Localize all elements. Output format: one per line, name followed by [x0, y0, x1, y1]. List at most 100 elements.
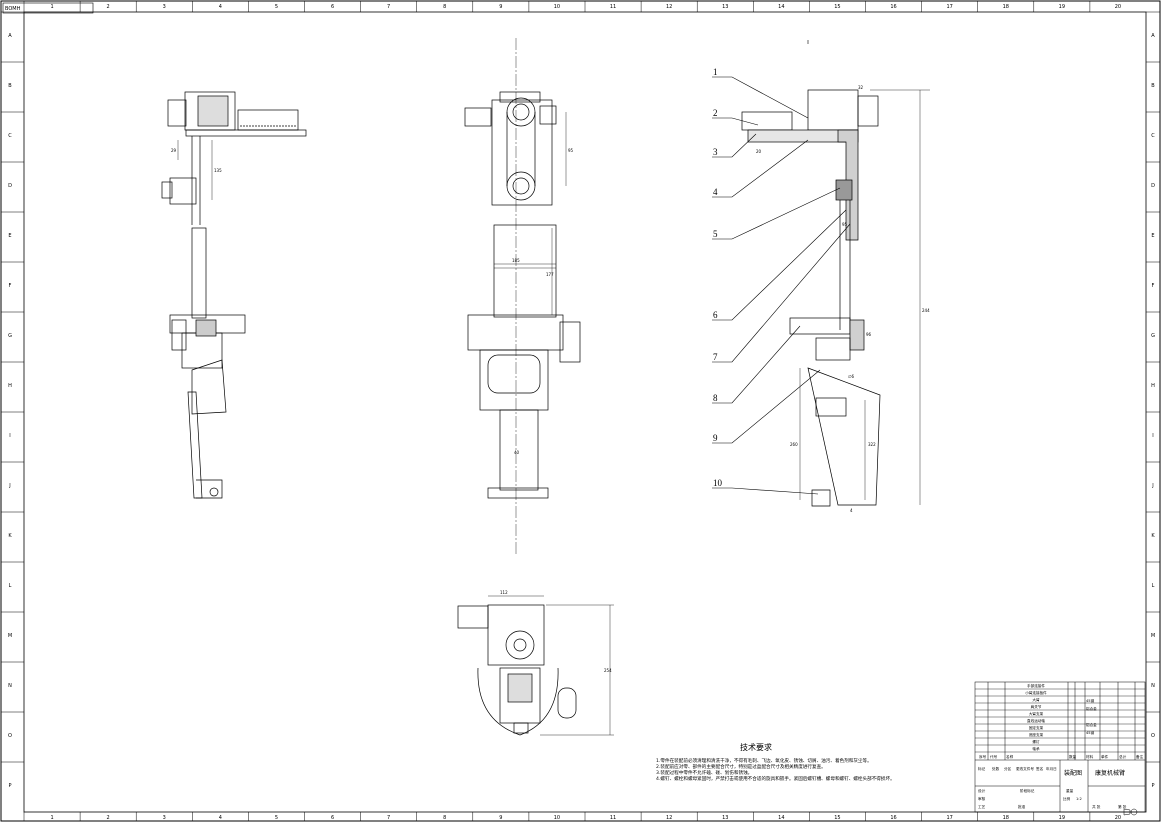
material-cell: 铝合金: [1086, 706, 1097, 711]
tech-requirement-line: 1.零件在装配前必须清理和清洗干净，不得有毛刺、飞边、氧化皮、锈蚀、切屑、油污、…: [656, 757, 872, 764]
tech-requirement-line: 3.装配过程中零件不允许磕、碰、划伤和锈蚀。: [656, 769, 752, 776]
column-number: 15: [834, 4, 840, 10]
row-letter: E: [8, 233, 11, 239]
column-number: 13: [722, 815, 728, 821]
row-letter: N: [8, 683, 12, 689]
dim-label: 32: [858, 85, 864, 90]
column-number: 10: [554, 4, 560, 10]
parts-list-name: 轴承: [1032, 746, 1040, 751]
column-number: 2: [107, 4, 110, 10]
dim-label: 112: [500, 590, 508, 595]
label-process: 工艺: [978, 804, 986, 809]
column-number: 15: [834, 815, 840, 821]
leader-line: [712, 487, 819, 495]
row-letter: G: [8, 333, 12, 339]
title-block-text: 名称 序号 代号 数量 材料 单件 总计 备注 装配图 康复机械臂 比例 1:2…: [978, 698, 1144, 809]
column-number: 10: [554, 815, 560, 821]
column-number: 3: [163, 4, 166, 10]
column-number: 19: [1059, 4, 1065, 10]
row-letter: N: [1151, 683, 1155, 689]
row-letter: O: [1151, 733, 1155, 739]
dim-label: 244: [922, 308, 930, 313]
drawing-type: 装配图: [1064, 769, 1082, 777]
row-letter: O: [8, 733, 12, 739]
title-block-header: 序号: [979, 754, 987, 759]
column-number: 12: [666, 4, 672, 10]
label-mark: 标记: [978, 766, 986, 771]
row-letter: D: [8, 183, 12, 189]
column-number: 16: [890, 4, 896, 10]
sheet-number: 第 张: [1118, 804, 1127, 809]
row-letter: P: [1151, 783, 1154, 789]
parts-list-name: 直线运动轴: [1027, 718, 1045, 723]
row-letter: H: [8, 383, 12, 389]
row-letter: I: [1152, 433, 1153, 439]
scale-value: 1:2: [1076, 797, 1082, 801]
parts-list-name: 螺钉: [1032, 739, 1040, 744]
column-number: 17: [946, 4, 952, 10]
row-letter: D: [1151, 183, 1155, 189]
dim-label: 135: [214, 168, 222, 173]
row-letter: G: [1151, 333, 1155, 339]
part-number-label: 7: [713, 352, 718, 362]
front-view: [464, 38, 581, 555]
leader-line: [712, 139, 809, 198]
parts-list-name: 小臂连接板件: [1025, 690, 1047, 695]
label-count: 处数: [992, 766, 1000, 771]
column-number: 17: [946, 815, 952, 821]
column-number: 9: [499, 815, 502, 821]
row-letter: L: [9, 583, 12, 589]
front-view-dimensions: 95 185 177 40: [512, 148, 574, 455]
column-number: 3: [163, 815, 166, 821]
material-cell: 45钢: [1086, 730, 1095, 735]
label-weight: 重量: [1066, 788, 1074, 793]
title-block-header: 数量: [1069, 754, 1077, 759]
material-cell: 45钢: [1086, 698, 1095, 703]
row-letter: A: [1151, 33, 1155, 39]
row-letter: B: [1151, 83, 1155, 89]
dim-label: 95: [842, 222, 848, 227]
column-number: 9: [499, 4, 502, 10]
bottom-view: [457, 595, 614, 736]
row-letter: M: [1151, 633, 1155, 639]
parts-list-name: 大臂支架: [1029, 711, 1044, 716]
dim-label: 95: [568, 148, 574, 153]
dim-label: 177: [546, 272, 554, 277]
title-block-header: 备注: [1136, 754, 1144, 759]
side-view-dimensions: 32 20 96 95 ∅6 244 260 322 4: [756, 85, 930, 513]
label-signature: 签名: [1036, 766, 1044, 771]
label-review: 审核: [978, 796, 986, 801]
sheet-count: 共 张: [1092, 804, 1101, 809]
row-letter: C: [1151, 133, 1155, 139]
column-number: 5: [275, 815, 278, 821]
scale-label: 比例: [1063, 796, 1071, 801]
row-letter: K: [8, 533, 12, 539]
column-number: 11: [610, 815, 616, 821]
row-letter: H: [1151, 383, 1155, 389]
title-block-header: 材料: [1086, 754, 1094, 759]
parts-list-name: 固定支架: [1029, 725, 1044, 730]
part-number-label: 10: [713, 478, 723, 488]
part-number-label: 9: [713, 433, 718, 443]
part-number-label: 2: [713, 108, 718, 118]
technical-requirements: 技术要求 1.零件在装配前必须清理和清洗干净，不得有毛刺、飞边、氧化皮、锈蚀、切…: [656, 742, 895, 782]
dim-label: 96: [866, 332, 872, 337]
tech-requirements-title: 技术要求: [740, 742, 772, 752]
dim-label: 20: [756, 149, 762, 154]
dim-label: 260: [790, 442, 798, 447]
dim-label: 4: [850, 508, 853, 513]
column-number: 14: [778, 815, 784, 821]
corner-label: BOMH: [5, 6, 21, 12]
leader-line: [712, 76, 809, 119]
row-letter: F: [1152, 283, 1155, 289]
row-letter: J: [8, 483, 10, 489]
column-number: 6: [331, 815, 334, 821]
projection-symbol-icon: [1123, 808, 1138, 816]
row-letter: M: [8, 633, 12, 639]
column-number: 1: [50, 815, 53, 821]
column-number: 14: [778, 4, 784, 10]
